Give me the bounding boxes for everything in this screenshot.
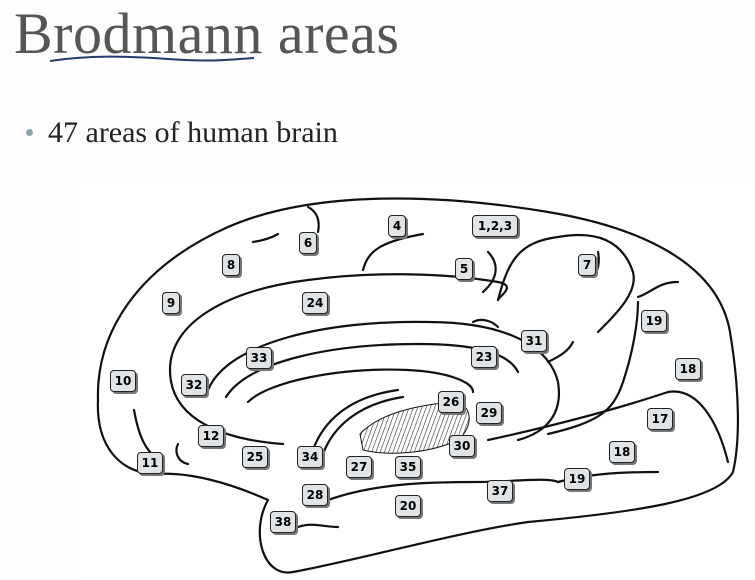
area-label-7: 7 xyxy=(578,254,596,276)
area-label-23: 23 xyxy=(471,346,497,368)
area-label-26: 26 xyxy=(438,391,464,413)
hatched-region xyxy=(359,401,470,454)
area-label-11: 11 xyxy=(137,452,163,474)
area-label-28: 28 xyxy=(302,484,328,506)
area-label-24: 24 xyxy=(302,292,328,314)
area-label-34: 34 xyxy=(297,446,323,468)
bullet-text: 47 areas of human brain xyxy=(48,116,338,149)
area-label-17: 17 xyxy=(647,408,673,430)
bullet-dot xyxy=(26,129,33,136)
area-label-4: 4 xyxy=(388,215,406,237)
area-label-32: 32 xyxy=(181,374,207,396)
area-label-9: 9 xyxy=(162,292,180,314)
area-label-18-lower: 18 xyxy=(609,441,635,463)
area-label-6: 6 xyxy=(299,232,317,254)
area-label-19-upper: 19 xyxy=(641,310,667,332)
area-label-18-upper: 18 xyxy=(675,358,701,380)
area-label-29: 29 xyxy=(476,402,502,424)
area-label-30: 30 xyxy=(449,435,475,457)
area-label-10: 10 xyxy=(110,370,136,392)
area-label-1-2-3: 1,2,3 xyxy=(472,215,518,237)
brain-medial-diagram: 4 1,2,3 6 8 5 7 9 24 31 19 18 33 23 10 3… xyxy=(78,182,755,580)
area-label-33: 33 xyxy=(246,347,272,369)
page-title: Brodmann areas xyxy=(14,1,400,66)
title-underline xyxy=(49,55,255,62)
area-label-12: 12 xyxy=(198,425,224,447)
area-label-19-lower: 19 xyxy=(564,468,590,490)
area-label-5: 5 xyxy=(455,258,473,280)
area-label-38: 38 xyxy=(270,511,296,533)
area-label-37: 37 xyxy=(487,480,513,502)
area-label-31: 31 xyxy=(521,330,547,352)
area-label-20: 20 xyxy=(395,495,421,517)
area-label-25: 25 xyxy=(242,446,268,468)
brain-outline xyxy=(96,197,739,574)
area-label-8: 8 xyxy=(222,254,240,276)
area-label-27: 27 xyxy=(346,456,372,478)
area-label-35: 35 xyxy=(395,456,421,478)
